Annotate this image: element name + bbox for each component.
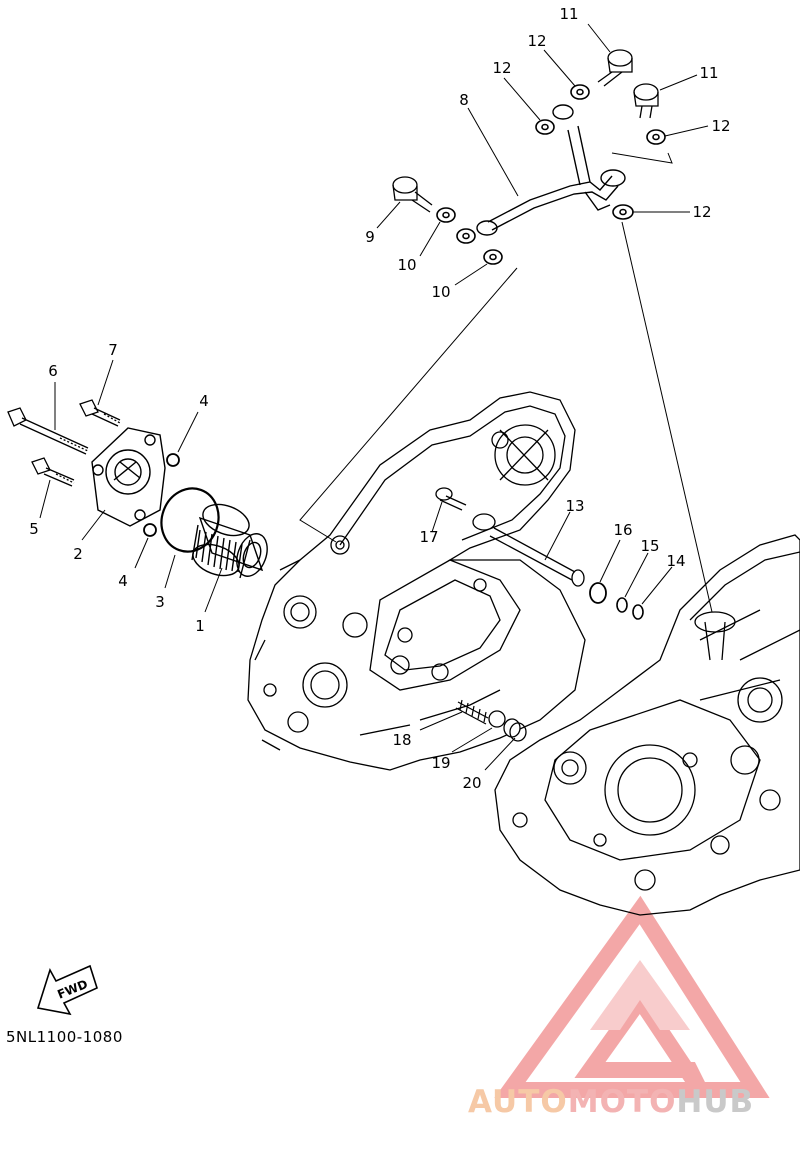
callout-12-a: 12 <box>527 32 546 50</box>
union-bolt-11-upper <box>597 49 633 87</box>
union-bolt-11-lower <box>633 83 659 119</box>
callout-10-upper: 10 <box>397 256 416 274</box>
callout-11-lower: 11 <box>699 64 718 82</box>
bolt-7 <box>79 399 121 427</box>
automotohub-logo <box>494 895 770 1098</box>
o-ring-14 <box>632 604 644 620</box>
callout-labels: 1 2 3 4 4 5 6 7 8 9 10 10 11 11 12 12 12… <box>29 5 730 792</box>
diagram-code: 5NL1100-1080 <box>6 1028 123 1046</box>
callout-15: 15 <box>640 537 659 555</box>
callout-9: 9 <box>365 228 375 246</box>
callout-4-lower: 4 <box>118 572 128 590</box>
relief-spring <box>455 699 489 725</box>
callout-8: 8 <box>459 91 469 109</box>
brand-part-hub: HUB <box>676 1084 755 1120</box>
callout-14: 14 <box>666 552 685 570</box>
callout-20: 20 <box>462 774 481 792</box>
o-ring-15 <box>616 597 628 613</box>
leader-lines <box>39 23 713 771</box>
oil-delivery-pipe <box>476 104 626 236</box>
callout-12-c: 12 <box>711 117 730 135</box>
automotohub-wordmark: AUTOMOTOHUB <box>468 1084 754 1120</box>
relief-ball <box>488 710 506 728</box>
oil-filter-cover <box>91 427 166 527</box>
callout-12-b: 12 <box>492 59 511 77</box>
callout-1: 1 <box>195 617 205 635</box>
relief-plug <box>503 718 527 742</box>
right-crankcase <box>494 534 800 916</box>
callout-11-upper: 11 <box>559 5 578 23</box>
callout-18: 18 <box>392 731 411 749</box>
callout-7: 7 <box>108 341 118 359</box>
bolt-17 <box>435 487 467 511</box>
left-crankcase <box>247 391 586 771</box>
callout-5: 5 <box>29 520 39 538</box>
pipe-13 <box>472 513 585 587</box>
o-ring-16 <box>589 582 607 604</box>
o-ring-small-lower <box>143 523 157 537</box>
washers <box>436 84 666 265</box>
callout-2: 2 <box>73 545 83 563</box>
brand-part-auto: AUTO <box>468 1084 568 1120</box>
brand-part-moto: MOTO <box>567 1084 677 1120</box>
callout-3: 3 <box>155 593 165 611</box>
union-bolt-9 <box>392 176 433 213</box>
callout-13: 13 <box>565 497 584 515</box>
callout-6: 6 <box>48 362 58 380</box>
fwd-arrow-icon: FWD <box>36 964 98 1016</box>
bolt-6 <box>7 407 89 455</box>
callout-19: 19 <box>431 754 450 772</box>
oil-filter <box>191 503 268 579</box>
callout-12-d: 12 <box>692 203 711 221</box>
callout-17: 17 <box>419 528 438 546</box>
callout-16: 16 <box>613 521 632 539</box>
bolt-5 <box>31 457 75 487</box>
o-ring-small-upper <box>166 453 180 467</box>
callout-10-lower: 10 <box>431 283 450 301</box>
o-ring-large <box>160 487 220 553</box>
callout-4-upper: 4 <box>199 392 209 410</box>
